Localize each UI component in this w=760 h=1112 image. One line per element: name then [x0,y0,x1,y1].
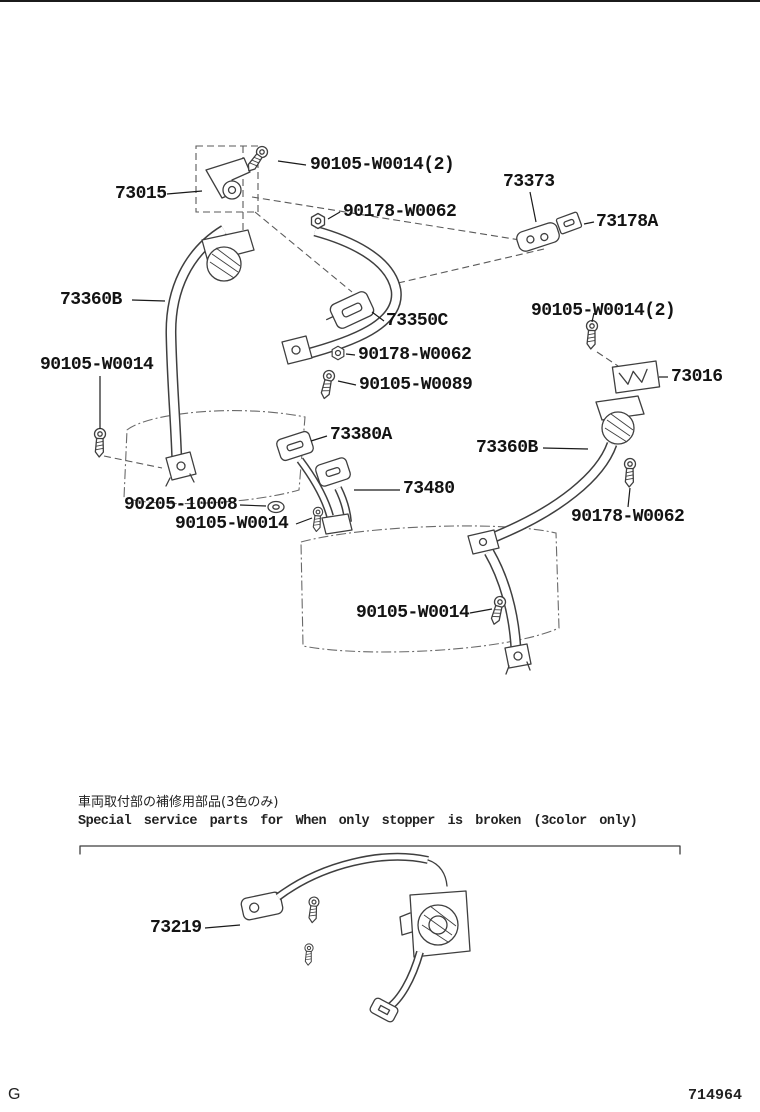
figure-number: 714964 [688,1087,743,1104]
screw-icon [93,427,107,458]
part-label-90105-w0014-bottom: 90105-W0014 [356,603,470,623]
part-label-90105-w0089: 90105-W0089 [359,375,473,395]
part-label-73350c: 73350C [386,311,448,331]
screw-icon [243,143,271,175]
part-label-90105-w0014-left: 90105-W0014 [40,355,154,375]
screw-icon [584,319,599,350]
seatback-outline [123,410,306,505]
nut-icon [310,212,326,230]
part-label-90178-w0062-right: 90178-W0062 [571,507,685,527]
service-note-japanese: 車両取付部の補修用部品(3色のみ) [78,795,279,810]
part-label-73373: 73373 [503,172,555,192]
part-label-73360b-right: 73360B [476,438,538,458]
part-label-90178-w0062-top: 90178-W0062 [343,202,457,222]
part-label-73015: 73015 [115,184,167,204]
part-label-73480: 73480 [403,479,455,499]
part-label-90105-w0014-center: 90105-W0014 [175,514,289,534]
part-label-73016: 73016 [671,367,723,387]
section-bracket-line [79,845,681,855]
part-label-73219: 73219 [150,918,202,938]
service-note-english: Special service parts for When only stop… [78,814,638,829]
screw-icon [318,368,337,401]
buckle-73380A [276,430,314,462]
top-anchor-bracket-73015 [195,145,259,213]
belt-center-assembly [281,225,402,365]
stopper-73373 [516,222,560,252]
page-top-rule [0,0,760,2]
service-part-73219 [240,852,471,1023]
part-label-90178-w0062-mid: 90178-W0062 [358,345,472,365]
buckle-73480 [315,457,351,487]
part-label-73360b-left: 73360B [60,290,122,310]
screw-icon [488,594,508,627]
bracket-73016 [611,360,661,394]
part-label-90105-w0014-top: 90105-W0014(2) [310,155,455,175]
part-label-90105-w0014-right-pair: 90105-W0014(2) [531,301,676,321]
leader-lines [99,160,668,929]
part-label-90205-10008: 90205-10008 [124,495,238,515]
grommet-icon [267,500,285,514]
buckle-73350C [326,291,375,329]
part-label-73178a: 73178A [596,212,658,232]
plate-73178A [555,211,583,235]
page-letter: G [8,1086,21,1103]
screw-icon [311,506,324,533]
part-label-73380a: 73380A [330,425,392,445]
seat-cushion-outline [300,525,560,653]
nut-icon [331,345,345,361]
screw-icon [623,457,637,488]
belt-left-assembly [165,225,255,487]
strap-base-plate [321,513,353,535]
belt-right-assembly [467,395,645,675]
